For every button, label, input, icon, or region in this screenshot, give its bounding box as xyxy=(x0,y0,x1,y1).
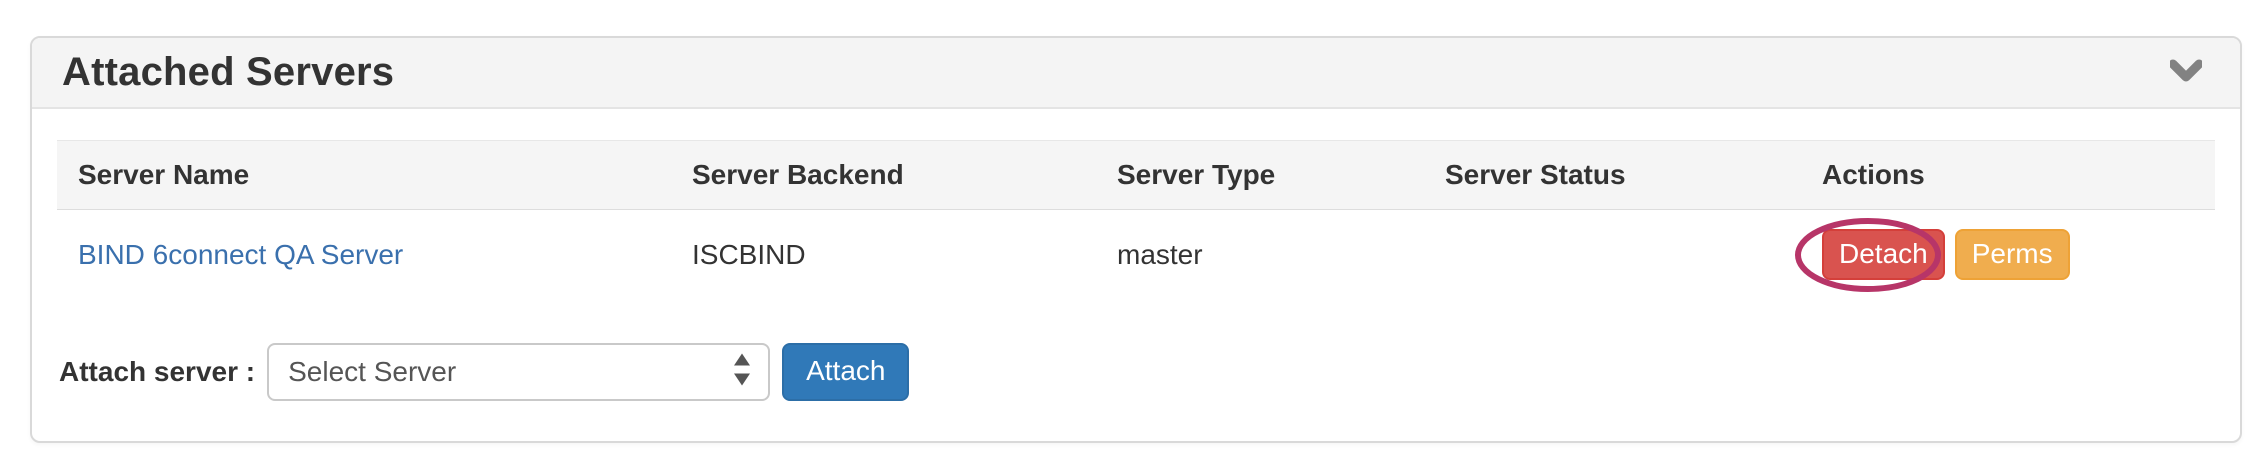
server-select[interactable]: Select Server xyxy=(267,342,771,401)
server-type-cell: master xyxy=(1117,238,1203,270)
panel-title: Attached Servers xyxy=(62,50,395,94)
chevron-down-icon xyxy=(2168,58,2204,87)
attach-server-label: Attach server : xyxy=(59,355,256,387)
attach-button[interactable]: Attach xyxy=(782,342,910,401)
server-status-cell xyxy=(1445,210,1822,300)
panel-header: Attached Servers xyxy=(32,38,2240,109)
collapse-toggle-button[interactable] xyxy=(2166,53,2206,93)
column-header-server-name: Server Name xyxy=(57,140,692,210)
attached-servers-panel: Attached Servers Server Name Server Back… xyxy=(30,36,2242,443)
attached-servers-table: Server Name Server Backend Server Type S… xyxy=(57,140,2215,300)
column-header-server-type: Server Type xyxy=(1117,140,1445,210)
server-backend-cell: ISCBIND xyxy=(692,238,806,270)
detach-button[interactable]: Detach xyxy=(1822,229,1945,281)
select-spinner-icon xyxy=(732,351,752,392)
table-row: BIND 6connect QA Server ISCBIND master D… xyxy=(57,210,2215,300)
table-header-row: Server Name Server Backend Server Type S… xyxy=(57,140,2215,210)
perms-button[interactable]: Perms xyxy=(1954,229,2070,281)
column-header-server-backend: Server Backend xyxy=(692,140,1117,210)
column-header-server-status: Server Status xyxy=(1445,140,1822,210)
server-name-cell: BIND 6connect QA Server xyxy=(57,210,692,300)
panel-body: Server Name Server Backend Server Type S… xyxy=(32,109,2240,401)
server-name-link[interactable]: BIND 6connect QA Server xyxy=(78,238,404,270)
column-header-actions: Actions xyxy=(1822,140,2215,210)
attach-server-form: Attach server : Select Server Attach xyxy=(57,342,2215,401)
server-select-value: Select Server xyxy=(288,355,457,387)
